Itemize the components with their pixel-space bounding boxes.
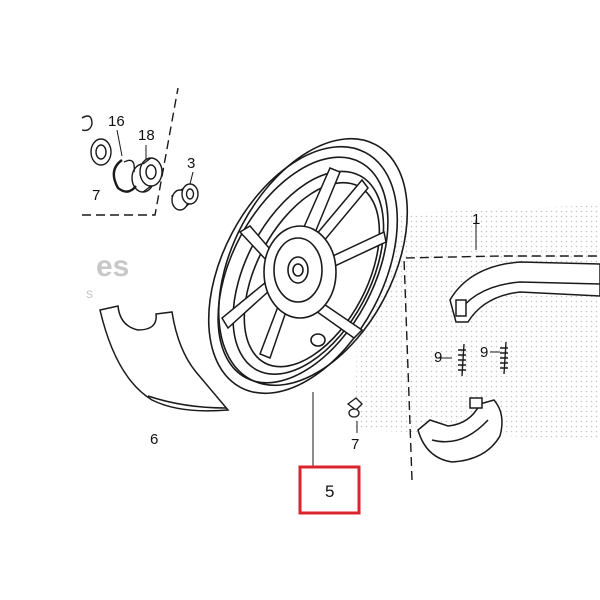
callout-16: 16 bbox=[108, 113, 125, 130]
splash-guard-part bbox=[99, 305, 230, 412]
callout-7-bottom: 7 bbox=[351, 436, 359, 453]
brake-shoe-inset-panel bbox=[403, 220, 600, 481]
bearing-inset-panel bbox=[81, 87, 179, 216]
callout-labels: 16 18 3 7 1 9 9 6 7 bbox=[92, 113, 500, 453]
callout-6: 6 bbox=[150, 431, 158, 448]
lower-brake-shoe bbox=[417, 397, 503, 463]
callout-7-top: 7 bbox=[92, 187, 100, 204]
wheel-hub bbox=[263, 225, 337, 347]
part-edge-fragment bbox=[81, 115, 93, 132]
oil-seal-part bbox=[90, 138, 112, 166]
brake-springs bbox=[458, 341, 508, 377]
bearing-part bbox=[131, 157, 163, 193]
highlighted-part-callout[interactable]: 5 bbox=[298, 465, 361, 515]
collar-part bbox=[170, 171, 199, 211]
watermark: es s bbox=[86, 250, 129, 301]
watermark-fragment-2: s bbox=[86, 285, 93, 301]
callout-5: 5 bbox=[325, 482, 334, 501]
rear-wheel bbox=[207, 137, 409, 395]
watermark-fragment-1: es bbox=[96, 250, 129, 283]
callout-9-right: 9 bbox=[480, 344, 488, 361]
highlight-box bbox=[298, 465, 361, 515]
spring-left-part bbox=[458, 343, 466, 377]
spring-right-part bbox=[500, 341, 508, 375]
upper-brake-shoe bbox=[449, 261, 600, 323]
tire-valve-part bbox=[346, 397, 363, 433]
callout-3: 3 bbox=[187, 155, 195, 172]
callout-1: 1 bbox=[472, 211, 480, 228]
callout-18: 18 bbox=[138, 127, 155, 144]
